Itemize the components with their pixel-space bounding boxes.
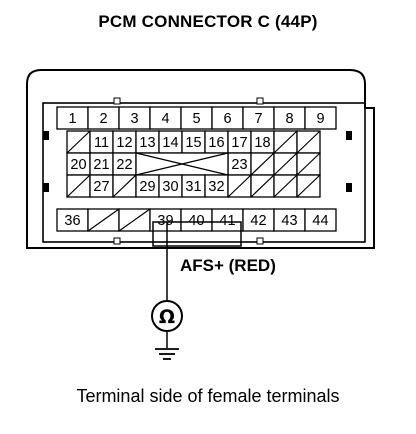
lock-tab-right-1 xyxy=(346,131,352,140)
terminal-22-label: 22 xyxy=(116,157,132,173)
terminal-16-label: 16 xyxy=(208,135,224,151)
terminal-12-label: 12 xyxy=(116,135,132,151)
r4-blank-6-slash xyxy=(296,174,321,198)
terminal-11-label: 11 xyxy=(94,135,109,151)
r5-blank-2-slash xyxy=(118,208,151,232)
terminal-1-label: 1 xyxy=(68,111,76,127)
terminal-14-label: 14 xyxy=(162,135,178,151)
probe-bracket xyxy=(152,221,242,247)
terminal-27-label: 27 xyxy=(93,179,109,195)
r4-blank-2-slash xyxy=(112,174,137,198)
terminal-3-label: 3 xyxy=(130,111,138,127)
probe-label: AFS+ (RED) xyxy=(180,256,276,275)
r3-blank-1-slash xyxy=(250,152,275,176)
terminal-15-label: 15 xyxy=(185,135,201,151)
lock-tab-left-1 xyxy=(43,131,49,140)
top-key-2 xyxy=(256,97,264,105)
terminal-21-label: 21 xyxy=(93,157,109,173)
r4-blank-3-slash xyxy=(227,174,252,198)
terminal-40-label: 40 xyxy=(188,213,204,229)
r4-blank-5-slash xyxy=(273,174,298,198)
r2-blank-3-slash xyxy=(296,130,321,154)
r2-blank-1-slash xyxy=(66,130,91,154)
terminal-13-label: 13 xyxy=(139,135,155,151)
terminal-23-label: 23 xyxy=(231,157,247,173)
terminal-20-label: 20 xyxy=(70,157,86,173)
terminal-8-label: 8 xyxy=(285,111,293,127)
terminal-30-label: 30 xyxy=(162,179,178,195)
terminal-39-label: 39 xyxy=(157,213,173,229)
terminal-44 xyxy=(304,208,337,232)
connector-outer-housing xyxy=(26,69,375,249)
terminal-31-label: 31 xyxy=(185,179,201,195)
ohm-symbol: Ω xyxy=(159,306,175,328)
terminal-41-label: 41 xyxy=(219,213,235,229)
terminal-17-label: 17 xyxy=(231,135,247,151)
connector-inner-frame xyxy=(42,102,366,243)
terminal-2-label: 2 xyxy=(99,111,107,127)
terminal-44-label: 44 xyxy=(312,213,328,229)
r3-blank-3-slash xyxy=(296,152,321,176)
r4-blank-1-slash xyxy=(66,174,91,198)
terminal-9-label: 9 xyxy=(316,111,324,127)
r2-blank-2-slash xyxy=(273,130,298,154)
diagram-title: PCM CONNECTOR C (44P) xyxy=(98,12,318,31)
terminal-6-label: 6 xyxy=(223,111,231,127)
terminal-29-label: 29 xyxy=(139,179,155,195)
terminal-5-label: 5 xyxy=(192,111,200,127)
lock-tab-right-2 xyxy=(346,183,352,192)
top-key-1 xyxy=(113,97,121,105)
diagram-caption: Terminal side of female terminals xyxy=(76,386,340,406)
bottom-key-2 xyxy=(256,237,264,245)
bottom-key-1 xyxy=(113,237,121,245)
terminal-4-label: 4 xyxy=(161,111,169,127)
terminal-43-label: 43 xyxy=(281,213,297,229)
terminal-7-label: 7 xyxy=(254,111,262,127)
terminal-18-label: 18 xyxy=(254,135,270,151)
terminal-42-label: 42 xyxy=(250,213,266,229)
cross-line-2 xyxy=(135,152,229,176)
r3-blank-2-slash xyxy=(273,152,298,176)
r4-blank-4-slash xyxy=(250,174,275,198)
r5-blank-1-slash xyxy=(87,208,120,232)
terminal-9 xyxy=(304,106,337,130)
terminal-32-label: 32 xyxy=(208,179,224,195)
terminal-36-label: 36 xyxy=(64,213,80,229)
lock-tab-left-2 xyxy=(43,183,49,192)
